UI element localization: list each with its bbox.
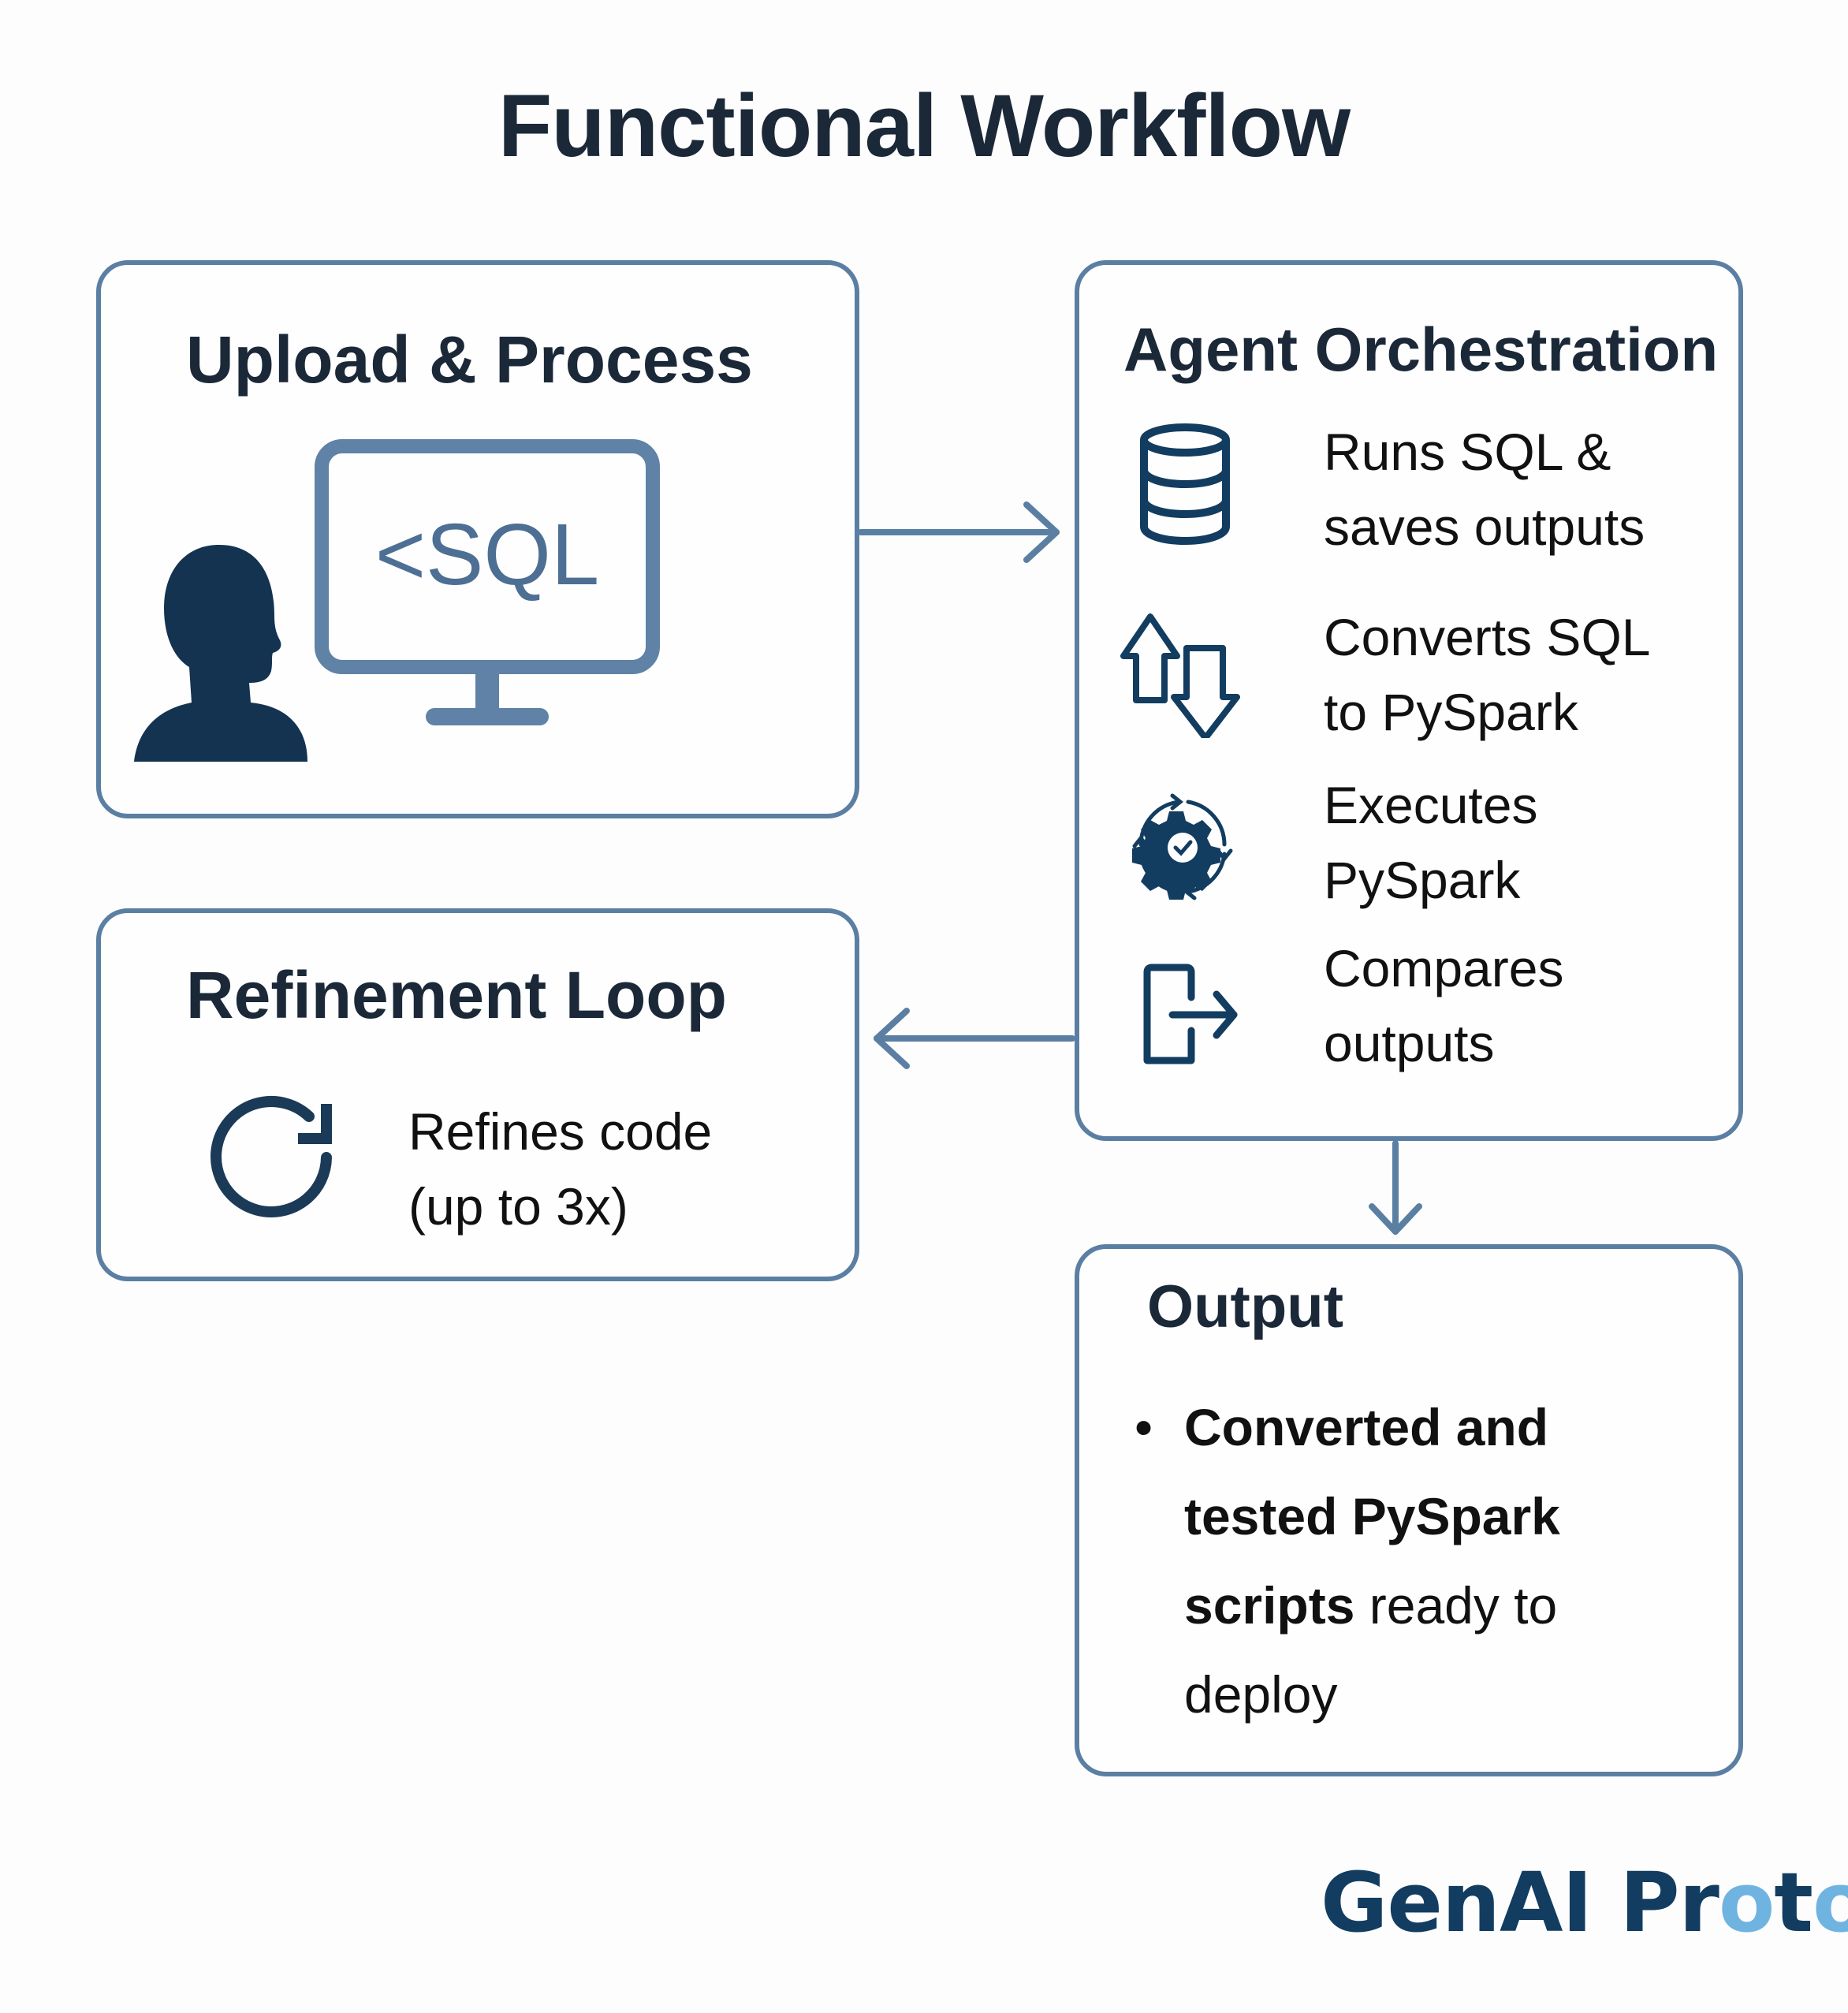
- agent-orchestration-box: Agent Orchestration Runs SQL & saves out…: [1075, 260, 1743, 1141]
- refinement-loop-text: Refines code (up to 3x): [408, 1102, 713, 1236]
- upload-process-box: Upload & Process <SQL: [96, 260, 859, 818]
- page-title: Functional Workflow: [497, 76, 1351, 175]
- monitor-sql-text: <SQL: [375, 506, 599, 603]
- output-box: Output • Converted and tested PySpark sc…: [1075, 1244, 1743, 1776]
- bullet-icon: •: [1135, 1398, 1153, 1456]
- arrow-right-icon: [858, 501, 1060, 563]
- output-bold-text: Converted and tested PySpark scripts: [1184, 1398, 1560, 1635]
- export-arrow-icon: [1143, 964, 1238, 1064]
- refresh-icon: [211, 1096, 332, 1217]
- gear-check-cycle-icon: [1132, 793, 1233, 900]
- agent-step-text: Compares outputs: [1324, 939, 1564, 1072]
- database-icon: [1140, 423, 1230, 546]
- arrow-down-icon: [1369, 1140, 1422, 1235]
- agent-orchestration-title: Agent Orchestration: [1123, 315, 1719, 384]
- person-silhouette-icon: [134, 545, 307, 762]
- logo-text: GenAI Pr: [1321, 1855, 1719, 1951]
- upload-illustration: <SQL: [134, 439, 660, 762]
- arrow-left-icon: [874, 1008, 1075, 1069]
- logo-text: t: [1774, 1855, 1813, 1951]
- upload-process-title: Upload & Process: [186, 322, 753, 397]
- output-title: Output: [1147, 1273, 1344, 1340]
- agent-step: Converts SQL to PySpark: [1079, 608, 1738, 770]
- monitor-icon: <SQL: [315, 439, 660, 725]
- agent-step-text: Runs SQL & saves outputs: [1324, 423, 1645, 556]
- agent-step-text: Converts SQL to PySpark: [1324, 608, 1651, 741]
- genai-protos-logo: GenAI Protos: [1321, 1855, 1848, 1951]
- agent-step: Executes PySpark: [1079, 776, 1738, 943]
- refinement-loop-box: Refinement Loop Refines code (up to 3x): [96, 908, 859, 1281]
- agent-step-text: Executes PySpark: [1324, 776, 1538, 909]
- refinement-loop-title: Refinement Loop: [186, 958, 727, 1032]
- output-list: • Converted and tested PySpark scripts r…: [1135, 1383, 1707, 1739]
- logo-accent-o: o: [1813, 1855, 1848, 1951]
- agent-step: Runs SQL & saves outputs: [1079, 423, 1738, 580]
- output-list-item: Converted and tested PySpark scripts rea…: [1184, 1383, 1707, 1739]
- output-normal-text: ready to deploy: [1184, 1576, 1558, 1724]
- agent-step: Compares outputs: [1079, 939, 1738, 1116]
- up-down-arrows-icon: [1120, 613, 1240, 738]
- logo-accent-o: o: [1718, 1855, 1775, 1951]
